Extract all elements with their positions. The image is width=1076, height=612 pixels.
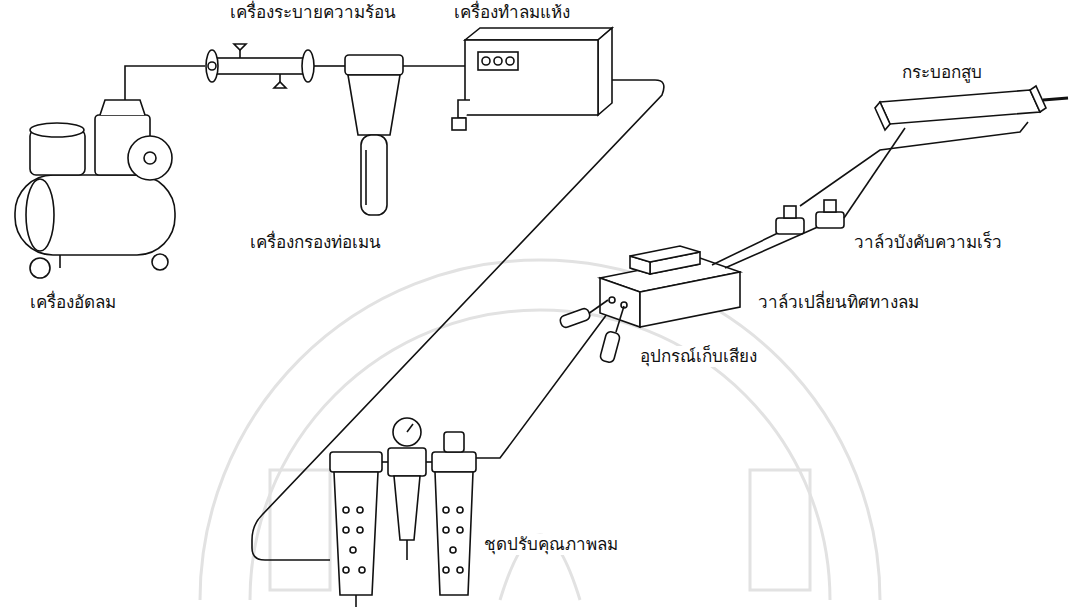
air-service-unit: [457, 567, 463, 573]
cylinder: [875, 86, 1068, 130]
aftercooler: [302, 50, 314, 82]
air-compressor: [15, 100, 175, 278]
air-compressor: [100, 100, 145, 115]
directional-valve: [640, 272, 740, 327]
main-line-filter: [361, 135, 387, 215]
directional-valve: [609, 297, 615, 303]
air-dryer: [506, 57, 514, 65]
air-service-unit: [406, 540, 408, 560]
pipe: [844, 128, 905, 218]
part-label: เครื่องกรองท่อเมน: [248, 232, 383, 253]
air-dryer: [452, 118, 466, 130]
air-dryer: [465, 40, 598, 115]
air-dryer: [458, 100, 470, 118]
air-compressor: [26, 179, 54, 251]
air-service-unit: [457, 507, 463, 513]
air-service-unit: [457, 527, 463, 533]
main-line-filter: [365, 150, 367, 205]
silencer: [616, 306, 624, 332]
cylinder: [1043, 98, 1068, 100]
pipe: [125, 66, 205, 100]
main-line-filter: [348, 75, 400, 135]
air-compressor: [144, 152, 156, 164]
air-dryer: [478, 52, 518, 70]
air-service-unit: [343, 567, 349, 573]
air-service-unit: [443, 527, 449, 533]
pipe: [476, 310, 610, 458]
speed-control-valve: [784, 206, 796, 218]
air-compressor: [152, 254, 168, 270]
part-label: วาล์วบังคับความเร็ว: [852, 232, 1004, 253]
speed-control-valve: [816, 212, 844, 228]
silencer: [559, 307, 591, 329]
air-service-unit: [343, 507, 349, 513]
air-service-unit: [443, 507, 449, 513]
speed-control-valve: [824, 200, 836, 212]
air-dryer: [598, 28, 612, 115]
air-service-unit: [443, 567, 449, 573]
aftercooler: [206, 50, 218, 82]
air-service-unit: [432, 452, 476, 472]
cylinder: [875, 102, 890, 130]
watermark: [750, 470, 810, 590]
main-line-filter: [345, 55, 403, 215]
air-service-unit: [393, 418, 421, 446]
air-service-unit: [426, 461, 432, 463]
air-service-unit: [357, 507, 363, 513]
air-dryer: [465, 28, 612, 40]
pipe: [725, 226, 820, 268]
part-label: เครื่องทำลมแห้ง: [452, 2, 572, 23]
air-service-unit: [450, 547, 456, 553]
part-label: กระบอกสูบ: [900, 62, 984, 83]
air-service-unit: [388, 448, 426, 476]
part-label: ชุดปรับคุณภาพลม: [482, 534, 620, 555]
air-dryer: [482, 57, 490, 65]
aftercooler: [234, 44, 246, 50]
air-service-unit: [382, 461, 388, 463]
silencer: [559, 300, 624, 363]
part-label: วาล์วเปลี่ยนทิศทางลม: [756, 292, 921, 313]
directional-valve: [630, 246, 700, 262]
air-service-unit: [407, 424, 413, 432]
silencer: [599, 331, 620, 364]
part-label: เครื่องอัดลม: [28, 292, 118, 313]
speed-control-valve: [776, 200, 844, 234]
pipe: [800, 122, 1028, 206]
pipe: [403, 65, 465, 67]
cylinder: [880, 90, 1040, 124]
air-service-unit: [435, 472, 473, 595]
aftercooler: [215, 58, 305, 74]
silencer: [588, 300, 608, 314]
air-compressor: [59, 255, 61, 268]
air-dryer: [452, 28, 612, 130]
main-line-filter: [345, 55, 403, 75]
air-service-unit: [343, 527, 349, 533]
air-service-unit: [330, 452, 382, 472]
air-compressor: [30, 258, 50, 278]
air-service-unit: [394, 476, 420, 540]
air-compressor: [128, 136, 172, 180]
watermark: [270, 470, 330, 590]
watermark: [250, 310, 830, 600]
speed-control-valve: [776, 218, 804, 234]
pipe: [314, 65, 345, 67]
part-label: เครื่องระบายความร้อน: [228, 2, 398, 23]
air-service-unit: [350, 547, 356, 553]
air-compressor: [30, 123, 84, 137]
air-compressor: [15, 175, 175, 255]
air-dryer: [494, 57, 502, 65]
air-service-unit: [330, 418, 476, 607]
air-service-unit: [334, 472, 378, 595]
aftercooler: [206, 44, 314, 88]
air-service-unit: [357, 527, 363, 533]
aftercooler: [274, 82, 286, 88]
part-label: อุปกรณ์เก็บเสียง: [638, 346, 759, 367]
air-service-unit: [355, 595, 357, 607]
aftercooler: [208, 62, 216, 70]
air-service-unit: [444, 432, 464, 452]
air-service-unit: [359, 567, 365, 573]
